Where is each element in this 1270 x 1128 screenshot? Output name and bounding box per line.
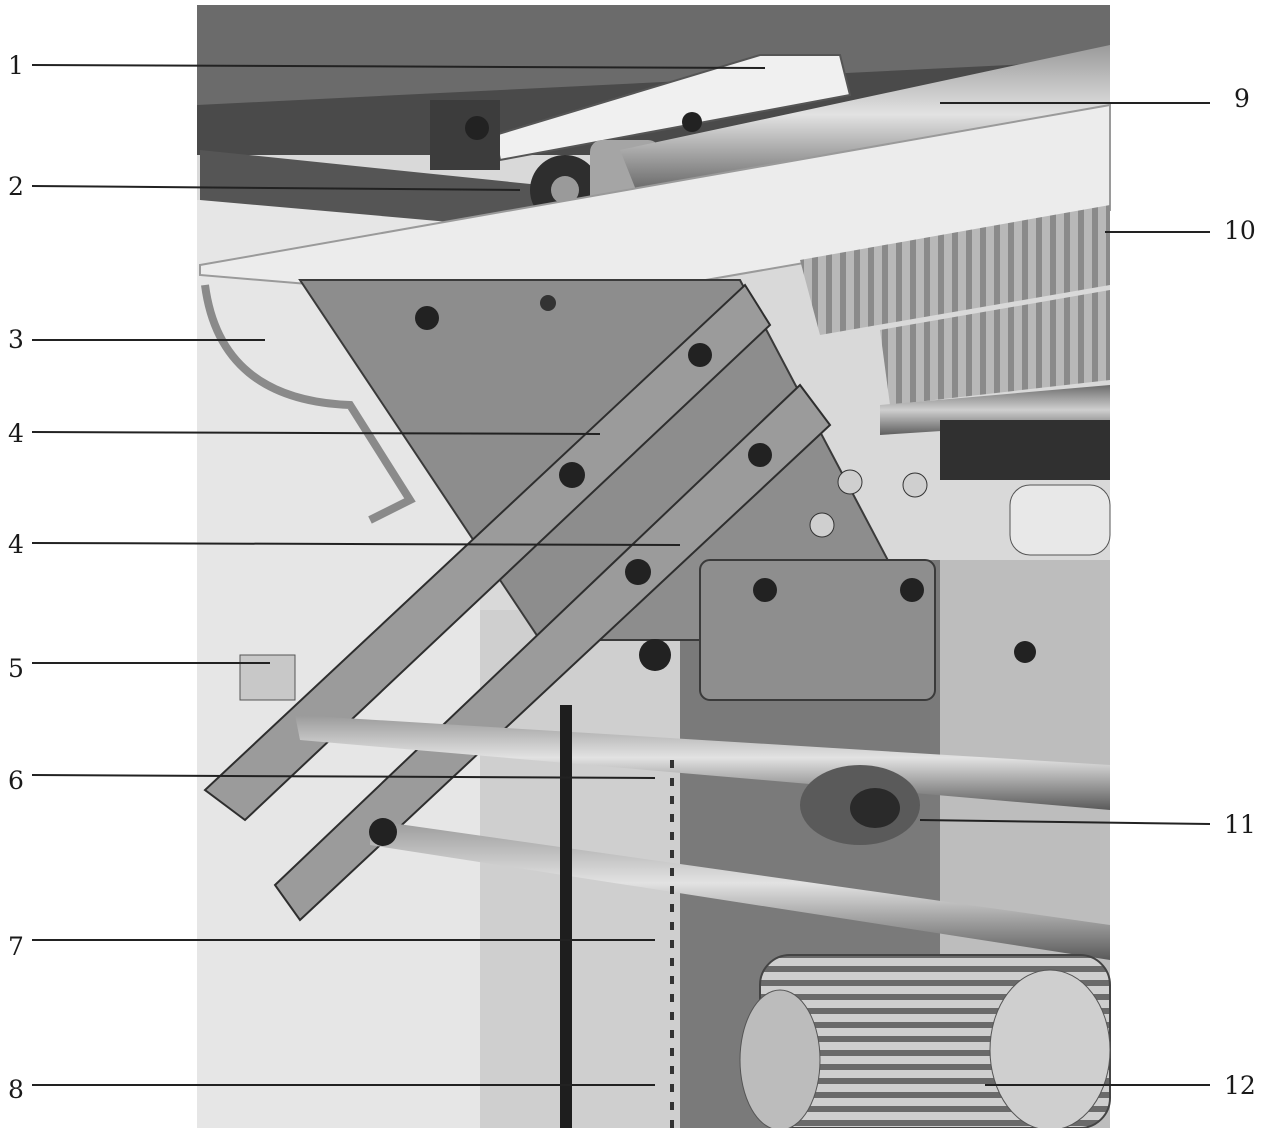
bracket-bolt-1 bbox=[465, 116, 489, 140]
callout-number: 10 bbox=[1224, 216, 1256, 245]
callout-number: 3 bbox=[8, 325, 24, 354]
plate-bolt-2 bbox=[540, 295, 556, 311]
bar-bolt-5 bbox=[639, 639, 671, 671]
bar-bolt-3 bbox=[748, 443, 772, 467]
nut-3 bbox=[809, 512, 835, 538]
bar-bolt-4 bbox=[625, 559, 651, 585]
small-block bbox=[239, 654, 296, 701]
leader-line-4b bbox=[31, 542, 681, 546]
ribbed-roller-lower bbox=[880, 290, 1110, 405]
motor-front bbox=[739, 989, 821, 1128]
motor-endcap bbox=[989, 969, 1111, 1128]
housing-bolt-2 bbox=[900, 578, 924, 602]
top-rod bbox=[620, 45, 1110, 200]
right-housing bbox=[940, 420, 1110, 480]
ribbed-roller-upper bbox=[800, 205, 1110, 335]
callout-number: 7 bbox=[8, 932, 24, 961]
right-bolt bbox=[1014, 641, 1036, 663]
bracket-block bbox=[430, 100, 500, 170]
callout-number: 9 bbox=[1234, 84, 1250, 113]
callout-number: 1 bbox=[8, 51, 24, 80]
callout-number: 4 bbox=[8, 419, 24, 448]
nut-1 bbox=[837, 469, 863, 495]
upper-frame-bar bbox=[197, 5, 1110, 105]
nut-2 bbox=[902, 472, 928, 498]
callout-number: 11 bbox=[1224, 810, 1256, 839]
diagonal-bar-lower bbox=[273, 383, 832, 922]
leader-line-11 bbox=[919, 819, 1211, 825]
callout-number: 8 bbox=[8, 1075, 24, 1104]
right-cylinder bbox=[1009, 484, 1111, 556]
leader-line-1 bbox=[31, 64, 766, 69]
leader-line-2 bbox=[31, 185, 521, 191]
callout-number: 5 bbox=[8, 654, 24, 683]
leader-line-6 bbox=[31, 774, 656, 779]
rod-end-lower bbox=[369, 818, 397, 846]
callout-number: 4 bbox=[8, 530, 24, 559]
gear-housing bbox=[699, 559, 936, 701]
drive-wheel-hub bbox=[850, 788, 900, 828]
callout-number: 2 bbox=[8, 172, 24, 201]
feed-arm bbox=[200, 150, 540, 230]
bar-bolt-2 bbox=[559, 462, 585, 488]
curved-guide bbox=[201, 284, 416, 524]
long-rod-lower bbox=[370, 820, 1110, 960]
housing-bolt-1 bbox=[753, 578, 777, 602]
plate-bolt-1 bbox=[415, 306, 439, 330]
callout-number: 12 bbox=[1224, 1071, 1256, 1100]
diagonal-bar-upper bbox=[203, 283, 772, 822]
bar-bolt-1 bbox=[688, 343, 712, 367]
vertical-belt bbox=[560, 705, 572, 1128]
leader-line-4a bbox=[31, 431, 601, 435]
leader-lines bbox=[31, 64, 1211, 1086]
callout-number: 6 bbox=[8, 766, 24, 795]
bracket-bolt-2 bbox=[682, 112, 702, 132]
pulley-hub-1 bbox=[551, 176, 579, 204]
